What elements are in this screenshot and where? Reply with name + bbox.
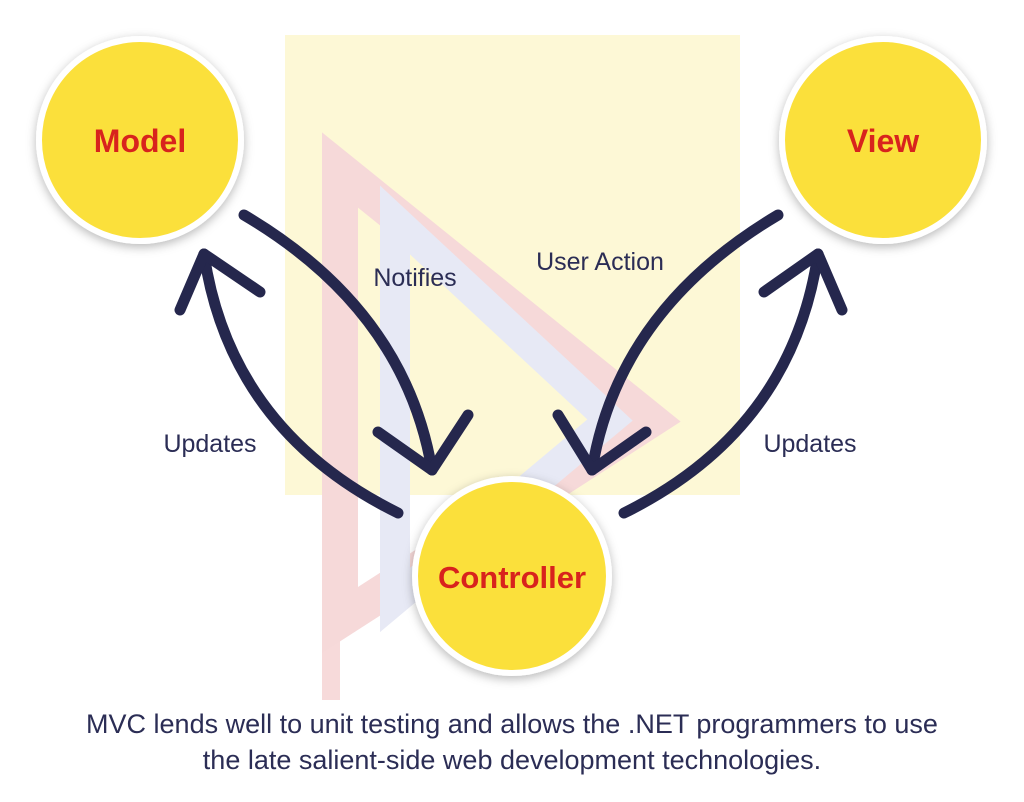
arrows <box>174 209 848 519</box>
arrow-updates-model <box>198 248 404 519</box>
arrow-notifies-head <box>372 409 474 476</box>
node-controller: Controller <box>412 476 612 676</box>
controller-circle <box>412 476 612 676</box>
updates-model-label: Updates <box>163 430 257 458</box>
caption-line-1: MVC lends well to unit testing and allow… <box>86 709 938 739</box>
view-circle <box>779 36 987 244</box>
node-model: Model <box>36 36 244 244</box>
model-circle <box>36 36 244 244</box>
arrow-user-action <box>586 209 784 476</box>
arrow-notifies <box>238 209 438 476</box>
user-action-label: User Action <box>536 248 664 276</box>
arrow-updates-view-head <box>758 248 848 316</box>
view-label: View <box>847 123 919 159</box>
caption: MVC lends well to unit testing and allow… <box>20 706 1004 778</box>
controller-label: Controller <box>438 560 586 595</box>
arrow-updates-view <box>618 248 824 519</box>
node-view: View <box>779 36 987 244</box>
model-label: Model <box>94 123 186 159</box>
arrow-updates-model-head <box>174 248 266 316</box>
updates-view-label: Updates <box>763 430 857 458</box>
caption-line-2: the late salient-side web development te… <box>202 745 822 775</box>
arrow-user-action-head <box>552 409 652 476</box>
notifies-label: Notifies <box>373 264 457 292</box>
